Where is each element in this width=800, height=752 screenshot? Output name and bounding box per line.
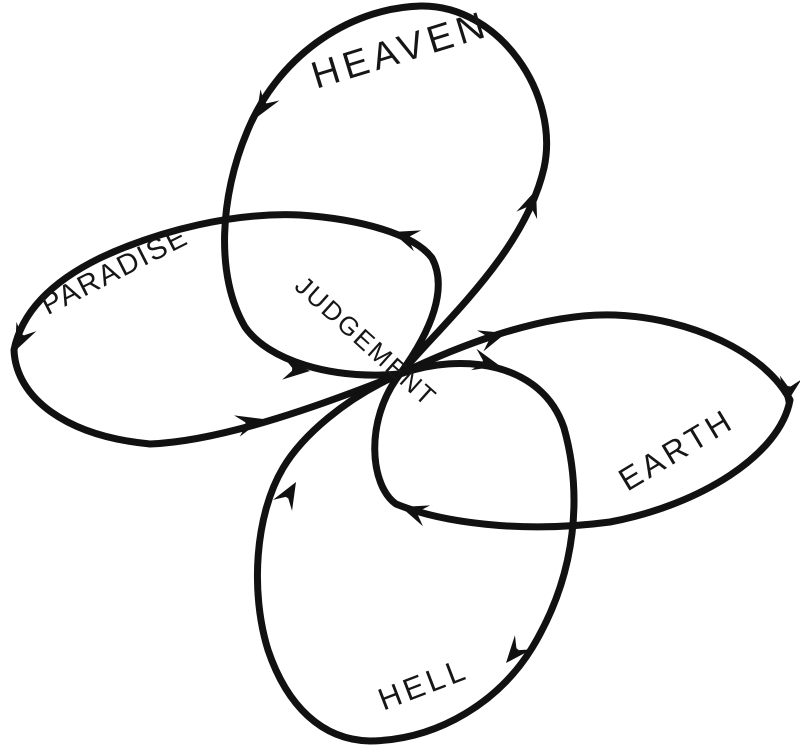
labels: HEAVEN PARADISE JUDGEMENT EARTH HELL <box>36 4 740 718</box>
heaven-loop <box>221 2 551 379</box>
paradise-loop <box>10 211 442 448</box>
label-heaven: HEAVEN <box>307 4 495 98</box>
earth-loop <box>371 311 794 531</box>
label-paradise: PARADISE <box>36 220 194 321</box>
loops <box>10 2 794 745</box>
hell-loop <box>254 360 578 745</box>
flow-arrow-heaven-right <box>516 186 547 220</box>
label-hell: HELL <box>373 651 473 717</box>
